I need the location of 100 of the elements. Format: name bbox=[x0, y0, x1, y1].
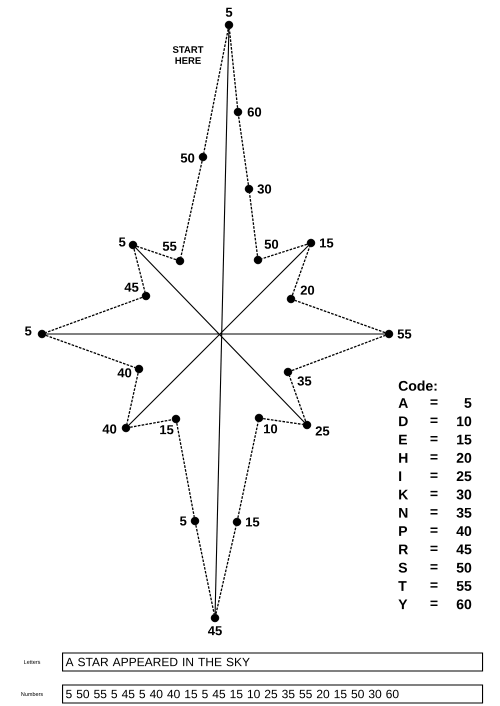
dot bbox=[302, 420, 312, 430]
dashed-line bbox=[215, 526, 237, 614]
code-number: 15 bbox=[457, 434, 472, 444]
equals-sign: = bbox=[430, 472, 438, 478]
dot bbox=[306, 238, 316, 248]
number-label: 50 bbox=[264, 240, 278, 249]
number-label: 5 bbox=[118, 237, 126, 247]
number-label: 15 bbox=[160, 425, 174, 434]
code-letter: N bbox=[399, 508, 408, 518]
number-label: 30 bbox=[258, 184, 272, 194]
dashed-line bbox=[228, 29, 238, 108]
number-label: 15 bbox=[246, 517, 260, 527]
code-letter: P bbox=[399, 526, 408, 536]
number-label: 10 bbox=[264, 424, 278, 434]
number-label: 60 bbox=[248, 107, 262, 117]
dot bbox=[284, 368, 292, 376]
dashed-line bbox=[46, 334, 136, 368]
dashed-line bbox=[292, 246, 310, 296]
dot bbox=[254, 414, 264, 422]
code-letter: I bbox=[399, 471, 402, 482]
instruction-text: START HERE bbox=[172, 46, 204, 64]
dashed-line bbox=[130, 419, 172, 428]
code-number: 60 bbox=[456, 599, 472, 610]
dashed-line bbox=[294, 300, 386, 334]
equals-sign: = bbox=[430, 600, 438, 606]
number-label: 20 bbox=[300, 286, 314, 295]
dot bbox=[210, 614, 220, 622]
dashed-line bbox=[292, 334, 386, 372]
equals-sign: = bbox=[430, 582, 438, 588]
number-label: 5 bbox=[24, 326, 32, 336]
dashed-line bbox=[237, 422, 259, 518]
dot bbox=[128, 240, 138, 250]
dot bbox=[142, 292, 150, 300]
code-heading: Code: bbox=[398, 380, 436, 391]
number-label: 5 bbox=[226, 8, 232, 17]
dashed-line bbox=[126, 372, 139, 424]
dashed-line bbox=[203, 29, 229, 154]
equals-sign: = bbox=[430, 509, 438, 514]
code-letter: H bbox=[399, 453, 408, 463]
number-label: 50 bbox=[180, 153, 194, 163]
dot bbox=[286, 294, 296, 304]
equals-sign: = bbox=[430, 418, 438, 423]
code-letter: Y bbox=[398, 599, 408, 610]
dashed-line bbox=[262, 244, 308, 260]
equals-sign: = bbox=[430, 454, 438, 460]
equals-sign: = bbox=[430, 546, 438, 552]
dashed-line bbox=[136, 246, 176, 260]
equals-sign: = bbox=[430, 490, 438, 496]
dot bbox=[122, 424, 130, 432]
equals-sign: = bbox=[430, 399, 438, 405]
dashed-line bbox=[263, 418, 303, 426]
code-letter: A bbox=[398, 398, 408, 408]
number-label: 40 bbox=[102, 424, 116, 434]
number-label: 15 bbox=[320, 238, 334, 248]
number-label: 55 bbox=[162, 242, 176, 251]
dashed-line bbox=[195, 524, 215, 614]
dashed-line bbox=[238, 116, 250, 185]
code-number: 55 bbox=[456, 581, 472, 591]
dashed-line bbox=[288, 376, 306, 422]
equals-sign: = bbox=[430, 436, 438, 442]
number-label: 5 bbox=[180, 516, 186, 526]
code-number: 40 bbox=[456, 526, 472, 536]
answer-box: A STAR APPEARED IN THE SKY bbox=[62, 652, 484, 672]
equals-sign: = bbox=[430, 527, 438, 533]
code-number: 50 bbox=[456, 562, 472, 573]
code-letter: E bbox=[399, 434, 407, 444]
dot bbox=[232, 518, 242, 526]
number-label: 45 bbox=[208, 626, 222, 636]
dashed-line bbox=[46, 296, 142, 334]
code-number: 35 bbox=[456, 508, 472, 518]
number-label: 25 bbox=[316, 426, 330, 436]
code-letter: K bbox=[399, 490, 408, 500]
dot bbox=[134, 364, 144, 374]
code-number: 10 bbox=[457, 416, 472, 426]
dot bbox=[176, 256, 184, 266]
number-label: 45 bbox=[124, 282, 138, 292]
dot bbox=[190, 516, 200, 526]
dot bbox=[38, 330, 46, 338]
code-number: 25 bbox=[456, 471, 472, 482]
dashed-line bbox=[248, 193, 258, 256]
code-number: 20 bbox=[456, 452, 472, 463]
number-label: 35 bbox=[298, 376, 312, 386]
dashed-line bbox=[180, 160, 203, 258]
code-number: 30 bbox=[456, 490, 472, 500]
code-letter: S bbox=[398, 562, 407, 573]
code-number: 5 bbox=[464, 398, 472, 408]
answer-box: 5 50 55 5 45 5 40 40 15 5 45 15 10 25 35 55 20 15 50 30 60 bbox=[62, 684, 484, 704]
dot bbox=[244, 184, 254, 194]
dot bbox=[234, 108, 242, 116]
dashed-line bbox=[176, 423, 195, 517]
dot bbox=[224, 20, 234, 30]
straight-line bbox=[46, 333, 385, 335]
code-letter: R bbox=[399, 544, 408, 554]
dot bbox=[198, 152, 208, 162]
equals-sign: = bbox=[430, 564, 438, 570]
dot bbox=[172, 414, 180, 424]
code-number: 45 bbox=[456, 544, 472, 554]
number-label: 40 bbox=[118, 368, 132, 378]
dot bbox=[384, 330, 394, 338]
dot bbox=[254, 256, 262, 264]
